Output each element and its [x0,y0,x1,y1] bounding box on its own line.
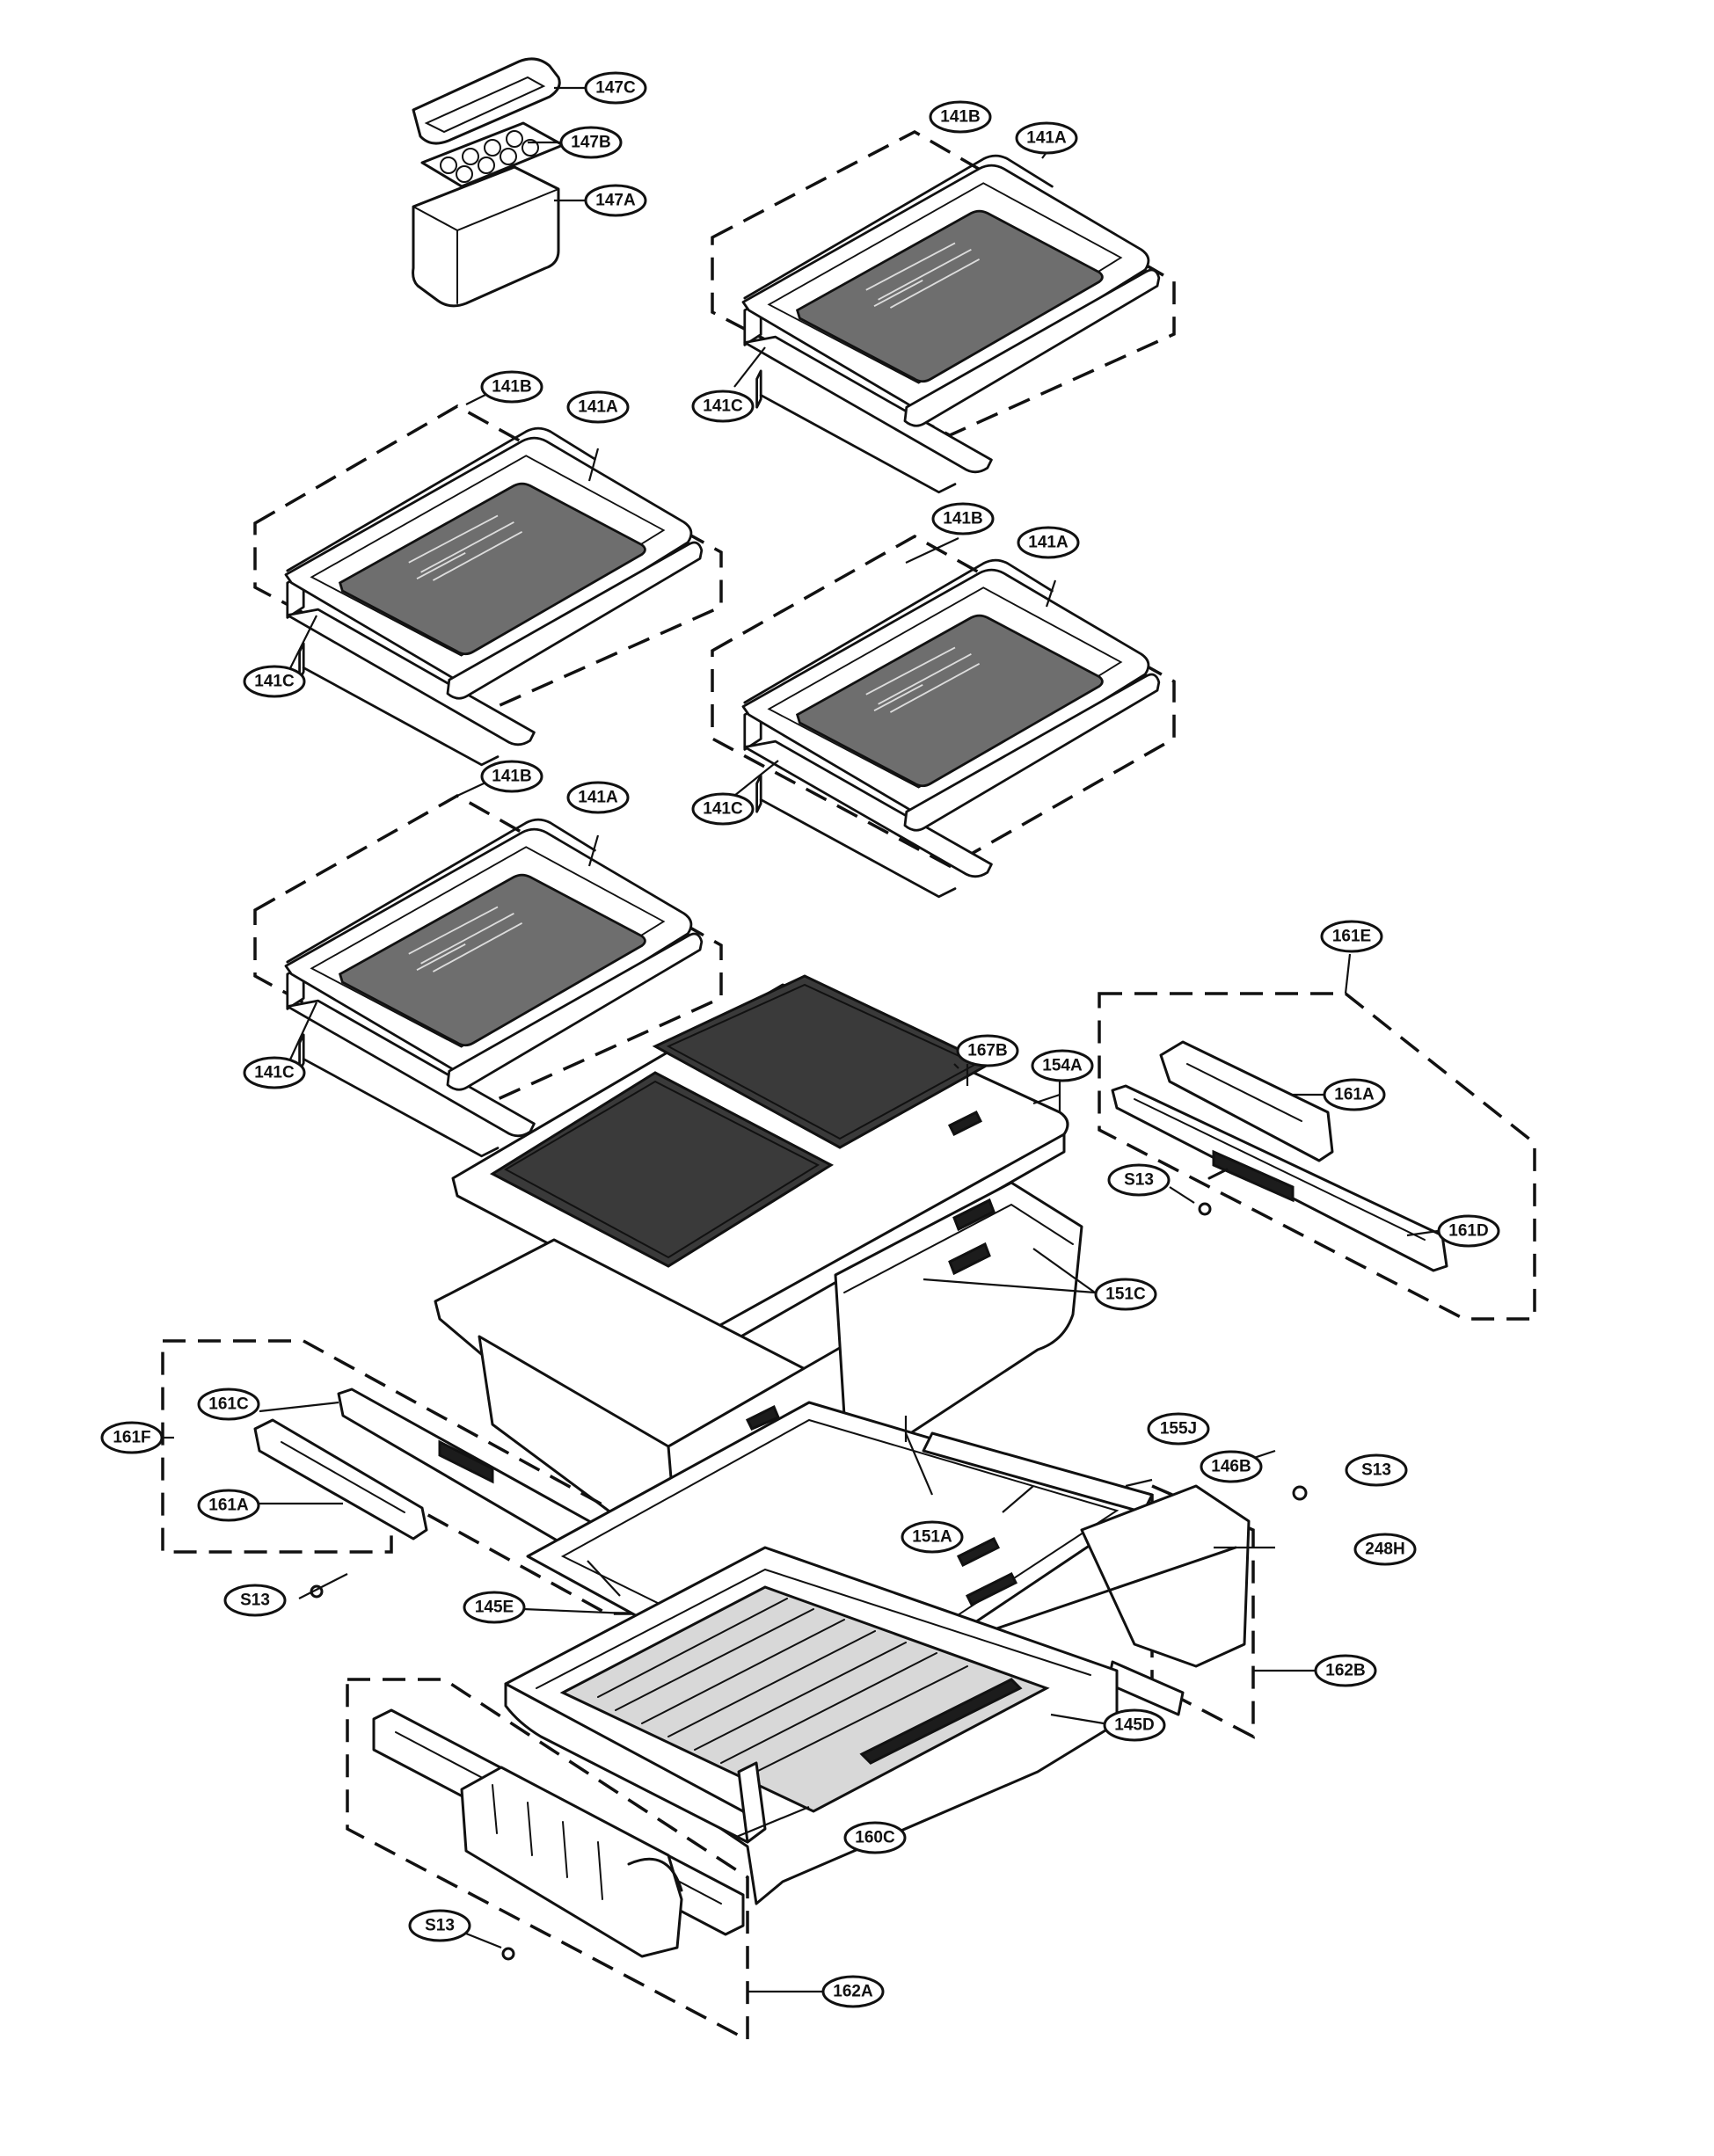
svg-text:141C: 141C [703,800,743,819]
shelf-3-dashed-boundary [711,534,1176,868]
svg-text:141C: 141C [703,397,743,416]
screw-s13-bottom [501,1947,515,1961]
svg-text:S13: S13 [425,1917,455,1935]
callout-161C: 161C [197,1388,260,1421]
callout-S13-bottom: S13 [408,1909,471,1942]
right-slide-rail-assembly [1098,992,1536,1321]
callout-151A: 151A [901,1520,964,1554]
screw-s13-right [1198,1202,1212,1216]
svg-text:147B: 147B [571,134,610,152]
svg-text:161C: 161C [208,1395,249,1414]
right-lower-rail-assembly [974,1483,1308,1739]
svg-text:161A: 161A [1334,1086,1375,1104]
svg-text:141C: 141C [254,1064,295,1082]
callout-154A: 154A [1031,1049,1094,1082]
svg-text:S13: S13 [1361,1461,1391,1480]
crisper-cover-assembly [451,974,1069,1349]
callout-141C-2: 141C [243,665,306,698]
svg-text:151C: 151C [1105,1286,1146,1304]
screw-s13-midright [1292,1485,1308,1501]
svg-text:141C: 141C [254,673,295,691]
callout-141B-2: 141B [480,370,543,404]
left-lower-rail-assembly [346,1678,749,2043]
svg-text:141A: 141A [578,789,618,807]
shelf-1-dashed-boundary [711,130,1176,437]
rod-248H [974,1546,1237,1637]
svg-text:146B: 146B [1211,1458,1251,1476]
svg-text:154A: 154A [1042,1057,1083,1075]
svg-text:141B: 141B [943,510,982,528]
svg-text:141B: 141B [492,378,531,397]
ice-tray-assembly [412,57,565,308]
shelf-assembly-1 [711,130,1176,494]
callout-141C-4: 141C [243,1056,306,1089]
svg-text:161A: 161A [208,1497,249,1515]
svg-text:162A: 162A [833,1983,873,2001]
svg-text:141A: 141A [1026,129,1067,148]
callout-161A-left: 161A [197,1489,260,1522]
svg-text:161D: 161D [1448,1222,1488,1241]
rail-161D [1111,1084,1448,1272]
callout-141A-4: 141A [566,781,630,814]
svg-text:141A: 141A [1028,534,1069,552]
rail-cover-161A-left [253,1418,428,1541]
callout-151C: 151C [1094,1278,1157,1311]
shelf-assembly-2 [253,404,723,767]
callout-S13-left: S13 [223,1584,287,1617]
callout-146B: 146B [1200,1450,1263,1483]
svg-text:248H: 248H [1365,1541,1404,1559]
crisper-glass-panel-left [489,1071,835,1268]
svg-text:147A: 147A [595,192,636,210]
svg-text:141B: 141B [940,108,980,127]
svg-text:160C: 160C [855,1829,895,1847]
callout-160C: 160C [843,1821,907,1854]
callout-S13-right: S13 [1107,1163,1171,1197]
callout-162A: 162A [821,1975,885,2008]
callout-141C-1: 141C [691,390,755,423]
callout-141B-1: 141B [929,100,992,134]
svg-text:162B: 162B [1325,1662,1365,1680]
shelf-2-dashed-boundary [253,404,723,712]
callout-141B-4: 141B [480,760,543,793]
svg-text:161F: 161F [113,1429,150,1447]
svg-text:161E: 161E [1332,928,1371,946]
shelf-assembly-3 [711,534,1176,899]
bottom-pantry-drawer [504,1546,1119,1905]
ice-bin [412,165,560,308]
callout-147B: 147B [559,126,623,159]
svg-text:S13: S13 [1124,1171,1154,1190]
callout-141A-1: 141A [1015,121,1078,155]
callout-161F: 161F [100,1421,164,1454]
svg-text:145E: 145E [475,1599,514,1617]
crisper-drawer-right [834,1181,1083,1448]
callout-141A-3: 141A [1017,526,1080,559]
svg-text:147C: 147C [595,79,636,98]
callout-161D: 161D [1437,1214,1500,1248]
callout-167B: 167B [956,1034,1019,1067]
callout-145E: 145E [463,1591,526,1624]
callout-161E: 161E [1320,920,1383,953]
callout-147C: 147C [584,71,647,105]
svg-text:141B: 141B [492,768,531,786]
callout-147A: 147A [584,184,647,217]
callout-155J: 155J [1147,1412,1210,1446]
svg-text:151A: 151A [912,1528,952,1547]
callout-S13-midright: S13 [1345,1453,1408,1487]
rail-162A-dashed-boundary [346,1678,749,2043]
callout-162B: 162B [1314,1654,1377,1687]
callout-145D: 145D [1103,1708,1166,1742]
svg-text:167B: 167B [967,1042,1007,1060]
svg-text:141A: 141A [578,398,618,417]
svg-text:S13: S13 [240,1592,270,1610]
svg-text:145D: 145D [1114,1716,1154,1735]
callout-161A-right: 161A [1323,1078,1386,1111]
callout-141C-3: 141C [691,792,755,826]
callout-141B-3: 141B [931,502,995,535]
callout-248H: 248H [1353,1533,1417,1566]
svg-text:155J: 155J [1160,1420,1197,1439]
callout-141A-2: 141A [566,390,630,424]
